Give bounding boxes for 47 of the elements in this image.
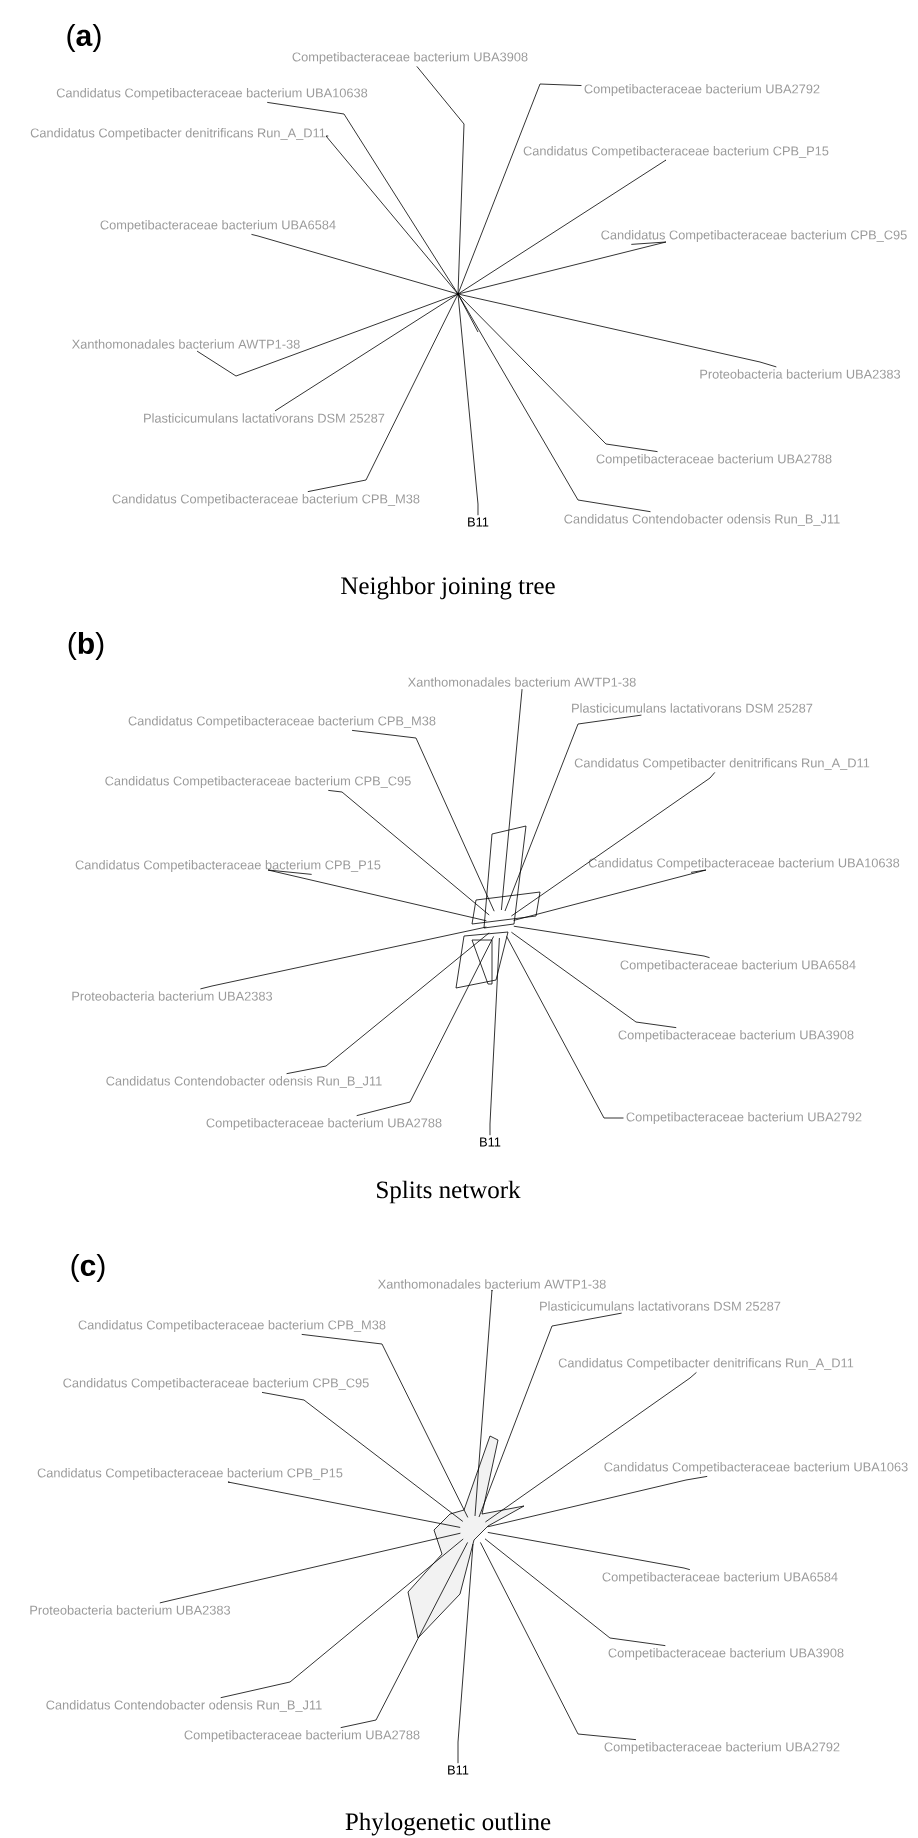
branch-line <box>489 937 500 1136</box>
branch-line <box>457 241 667 295</box>
branch-line <box>196 293 459 377</box>
branch-line <box>220 1538 464 1699</box>
panel-caption: Neighbor joining tree <box>341 576 555 600</box>
branch-line <box>457 293 777 368</box>
branch-line <box>487 1476 708 1528</box>
branch-line <box>416 65 465 295</box>
branch-line <box>504 714 642 912</box>
panel-caption: Splits network <box>377 1180 521 1204</box>
branch-line <box>457 1543 474 1764</box>
branch-line <box>457 293 651 513</box>
branch-line <box>511 772 716 917</box>
branch-line <box>267 869 487 922</box>
branch-line <box>513 869 707 921</box>
branch-line <box>478 1312 623 1518</box>
branch-line <box>356 936 494 1117</box>
panel-caption: Phylogenetic outline <box>345 1812 551 1836</box>
branch-line <box>457 293 658 453</box>
branch-line <box>286 932 490 1075</box>
branch-line <box>200 926 487 990</box>
branch-line <box>501 688 523 911</box>
branch-line <box>485 1372 697 1523</box>
panel-letter: (c) <box>71 1254 105 1282</box>
branch-line <box>340 1542 468 1729</box>
branch-line <box>351 730 495 912</box>
branch-line <box>307 293 459 493</box>
branch-line <box>484 1538 666 1647</box>
branch-line <box>251 234 459 295</box>
branch-line <box>506 936 624 1119</box>
panel-letter: (b) <box>68 632 104 660</box>
branch-line <box>457 159 667 295</box>
branch-line <box>513 925 710 959</box>
branch-line <box>261 1392 464 1522</box>
branch-line <box>159 1532 461 1604</box>
branch-line <box>487 1532 691 1571</box>
branch-line <box>301 1334 469 1518</box>
branch-line <box>274 293 459 412</box>
branch-line <box>511 931 677 1029</box>
branch-line <box>266 101 459 295</box>
branch-line <box>227 1481 461 1528</box>
branch-line <box>474 1289 493 1517</box>
branch-line <box>457 83 582 295</box>
panel-letter: (a) <box>67 24 101 52</box>
branch-line <box>325 135 459 295</box>
branch-line <box>327 790 490 916</box>
branch-line <box>480 1542 637 1741</box>
